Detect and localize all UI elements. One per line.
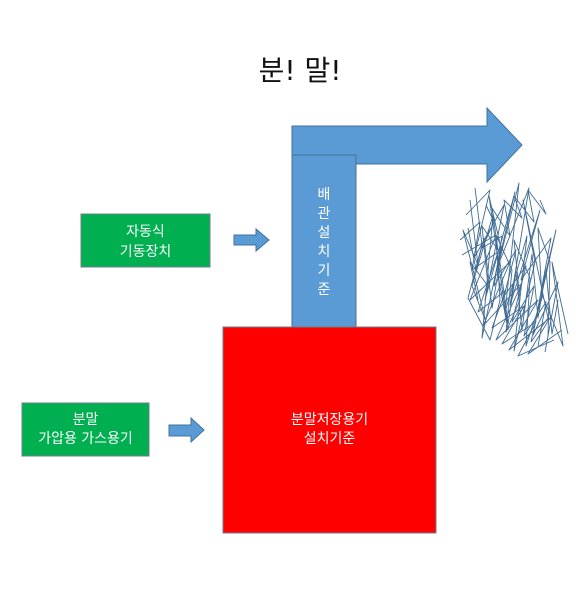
piping-char-4: 치 xyxy=(318,244,331,260)
storage-tank-label-line2: 설치기준 xyxy=(304,431,356,447)
auto-activation-box xyxy=(80,213,211,268)
piping-char-2: 관 xyxy=(318,206,331,222)
pressurizing-gas-box xyxy=(21,402,150,457)
pressurizing-gas-label-line1: 분말 xyxy=(73,412,99,428)
diagram-title: 분! 말! xyxy=(259,54,342,87)
piping-rect xyxy=(291,154,357,328)
storage-tank-label-line1: 분말저장용기 xyxy=(291,412,368,428)
storage-tank-rect xyxy=(222,326,437,534)
powder-storage-tank: 분말저장용기 설치기준 xyxy=(222,326,437,534)
auto-activation-label-line1: 자동식 xyxy=(126,224,165,240)
activation-arrow xyxy=(233,227,270,253)
pressurizing-gas-cylinder: 분말 가압용 가스용기 xyxy=(21,402,150,457)
piping-char-5: 기 xyxy=(318,263,331,279)
piping-char-1: 배 xyxy=(318,187,331,203)
gas-supply-arrow xyxy=(168,416,205,444)
piping-char-3: 설 xyxy=(318,225,331,241)
piping-column: 배 관 설 치 기 준 xyxy=(291,154,357,328)
piping-char-6: 준 xyxy=(318,282,331,298)
auto-activation-label-line2: 기동장치 xyxy=(120,244,172,260)
powder-spray-scribble xyxy=(459,182,569,357)
pressurizing-gas-label-line2: 가압용 가스용기 xyxy=(38,431,133,447)
auto-activation-device: 자동식 기동장치 xyxy=(80,213,211,268)
